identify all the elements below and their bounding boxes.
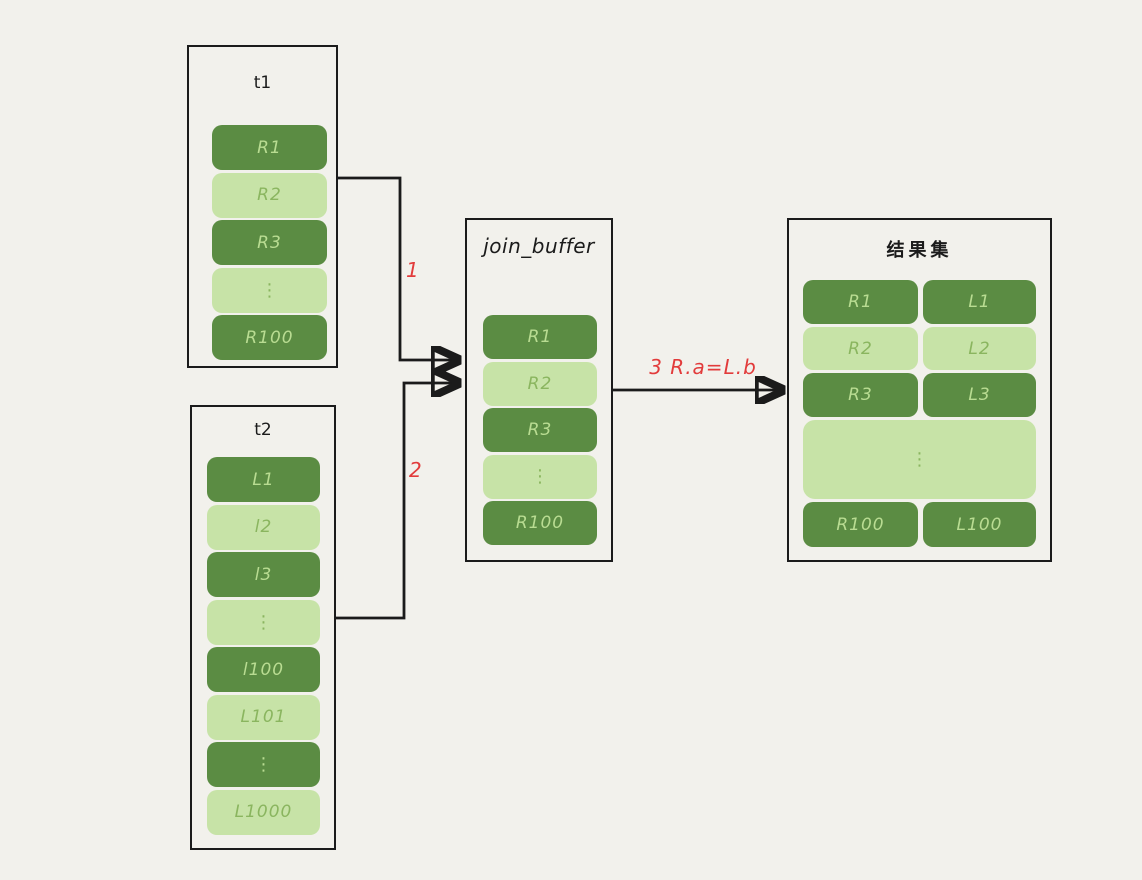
join-buffer-box: join_buffer R1 R2 R3 ⋮ R100 [465, 218, 613, 562]
result-set-title: 结果集 [886, 240, 953, 261]
result-cell-left: R1 [803, 280, 918, 324]
table-row: R2 [483, 361, 597, 406]
table-row: L1000 [207, 789, 320, 835]
table-row: l2 [207, 504, 320, 550]
table-row: R3 [212, 220, 327, 265]
arrow-t1-to-join-buffer [338, 176, 456, 360]
table-t2-rows: L1 l2 l3 ⋮ l100 L101 ⋮ L1000 [207, 457, 320, 835]
table-row-ellipsis: ⋮ [207, 742, 320, 787]
result-set-rows: R1 L1 R2 L2 R3 L3 ⋮ R100 L100 [803, 280, 1036, 547]
table-t1-rows: R1 R2 R3 ⋮ R100 [212, 125, 327, 360]
step2-label: 2 [409, 458, 423, 482]
table-row: R100 [212, 315, 327, 360]
result-row: R3 L3 [803, 373, 1036, 417]
result-row-ellipsis: ⋮ [803, 420, 1036, 499]
table-row-ellipsis: ⋮ [483, 454, 597, 499]
table-row: R1 [212, 125, 327, 170]
result-row: R100 L100 [803, 502, 1036, 547]
result-cell-right: L3 [923, 373, 1036, 417]
result-cell-right: L2 [923, 327, 1036, 370]
table-row-ellipsis: ⋮ [207, 599, 320, 645]
table-row: l100 [207, 647, 320, 692]
table-row: R100 [483, 501, 597, 545]
table-t2-title: t2 [254, 420, 272, 440]
result-row: R2 L2 [803, 327, 1036, 370]
result-cell-right: L100 [923, 502, 1036, 547]
arrow-t2-to-join-buffer [335, 383, 456, 620]
result-cell-left: R100 [803, 502, 918, 547]
table-row: L101 [207, 694, 320, 740]
table-row: R3 [483, 408, 597, 452]
step1-label: 1 [406, 258, 420, 282]
result-cell-left: R2 [803, 327, 918, 370]
step3-condition-label: 3 R.a=L.b [649, 355, 757, 379]
table-row-ellipsis: ⋮ [212, 267, 327, 313]
table-row: R1 [483, 315, 597, 359]
table-t1: t1 R1 R2 R3 ⋮ R100 [187, 45, 338, 368]
table-t1-title: t1 [253, 73, 272, 93]
join-buffer-rows: R1 R2 R3 ⋮ R100 [483, 315, 597, 545]
table-row: R2 [212, 172, 327, 218]
result-cell-left: R3 [803, 373, 918, 417]
table-row: L1 [207, 457, 320, 502]
table-row: l3 [207, 552, 320, 597]
join-buffer-title: join_buffer [483, 234, 595, 258]
result-cell-right: L1 [923, 280, 1036, 324]
table-t2: t2 L1 l2 l3 ⋮ l100 L101 ⋮ L1000 [190, 405, 336, 850]
result-row: R1 L1 [803, 280, 1036, 324]
result-set-box: 结果集 R1 L1 R2 L2 R3 L3 ⋮ R100 L100 [787, 218, 1052, 562]
